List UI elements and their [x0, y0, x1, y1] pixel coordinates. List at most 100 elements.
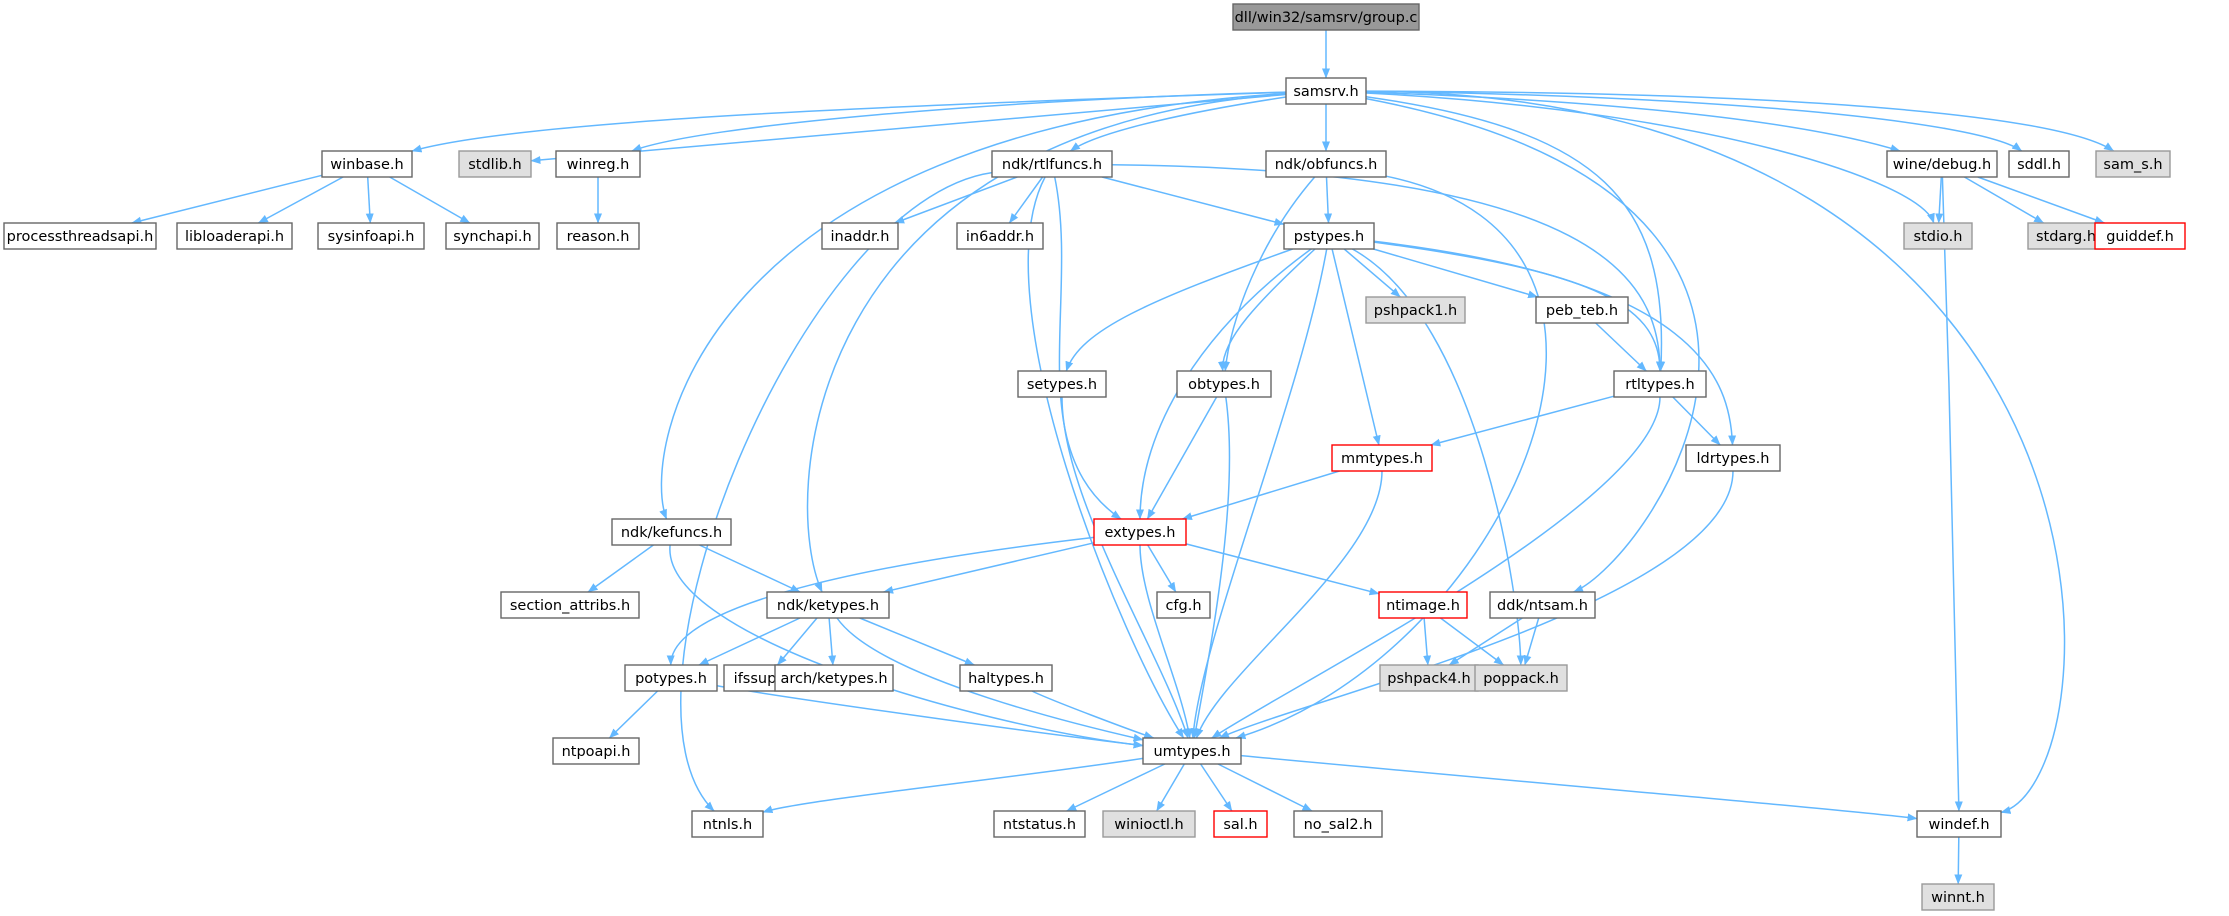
node-box	[1379, 664, 1479, 692]
node-ntpoapi-h[interactable]: ntpoapi.h	[552, 737, 640, 765]
node-label: winioctl.h	[1114, 817, 1183, 833]
node-samsrv-h[interactable]: samsrv.h	[1285, 77, 1367, 105]
node-label: potypes.h	[635, 671, 707, 687]
node-winnt-h[interactable]: winnt.h	[1921, 883, 1995, 911]
node-label: rtltypes.h	[1625, 377, 1694, 393]
edge-setypes-h-to-umtypes-h	[1061, 396, 1189, 739]
edge-winbase-h-to-libloaderapi-h	[257, 176, 344, 224]
edge-ndk-obfuncs-h-to-obtypes-h	[1222, 176, 1316, 372]
node-label: ndk/kefuncs.h	[621, 525, 722, 541]
node-winioctl-h[interactable]: winioctl.h	[1102, 810, 1196, 838]
node-arch-ketypes-h[interactable]: arch/ketypes.h	[774, 664, 894, 692]
edge-pstypes-h-to-peb-teb-h	[1373, 248, 1539, 299]
node-inaddr-h[interactable]: inaddr.h	[821, 222, 899, 250]
edge-samsrv-h-to-windef-h	[1365, 90, 2066, 814]
node-label: obtypes.h	[1188, 377, 1260, 393]
edge-samsrv-h-to-sam-s-h	[1365, 90, 2115, 152]
edge-umtypes-h-to-sal-h	[1199, 763, 1233, 812]
node-sam-s-h[interactable]: sam_s.h	[2095, 150, 2171, 178]
edge-ndk-rtlfuncs-h-to-pstypes-h	[1101, 176, 1285, 226]
node-sddl-h[interactable]: sddl.h	[2008, 150, 2070, 178]
node-rtltypes-h[interactable]: rtltypes.h	[1613, 370, 1707, 398]
node-box	[774, 664, 894, 692]
edge-ddk-ntsam-h-to-pshpack4-h	[1448, 617, 1523, 666]
node-box	[1916, 810, 2002, 838]
node-label: synchapi.h	[453, 229, 531, 245]
node-poppack-h[interactable]: poppack.h	[1474, 664, 1568, 692]
node-reason-h[interactable]: reason.h	[556, 222, 640, 250]
node-libloaderapi-h[interactable]: libloaderapi.h	[176, 222, 293, 250]
node-label: ntnls.h	[703, 817, 752, 833]
node-haltypes-h[interactable]: haltypes.h	[959, 664, 1053, 692]
node-guiddef-h[interactable]: guiddef.h	[2094, 222, 2186, 250]
node-wine-debug-h[interactable]: wine/debug.h	[1886, 150, 1998, 178]
node-ntnls-h[interactable]: ntnls.h	[691, 810, 764, 838]
node-pstypes-h[interactable]: pstypes.h	[1283, 222, 1375, 250]
node-label: haltypes.h	[968, 671, 1044, 687]
node-label: winnt.h	[1931, 890, 1985, 906]
node-label: inaddr.h	[831, 229, 890, 245]
node-pshpack1-h[interactable]: pshpack1.h	[1365, 296, 1466, 324]
edge-umtypes-h-to-windef-h	[1240, 754, 1918, 822]
node-ndk-ketypes-h[interactable]: ndk/ketypes.h	[766, 591, 890, 619]
node-box	[611, 518, 732, 546]
edge-pstypes-h-to-poppack-h	[1352, 248, 1525, 666]
node-ndk-rtlfuncs-h[interactable]: ndk/rtlfuncs.h	[991, 150, 1113, 178]
node-ndk-obfuncs-h[interactable]: ndk/obfuncs.h	[1265, 150, 1387, 178]
edge-haltypes-h-to-umtypes-h	[1031, 690, 1155, 739]
node-extypes-h[interactable]: extypes.h	[1093, 518, 1187, 546]
edge-ndk-obfuncs-h-to-pstypes-h	[1324, 176, 1333, 224]
node-section-attribs-h[interactable]: section_attribs.h	[500, 591, 640, 619]
edge-samsrv-h-to-ndk-kefuncs-h	[659, 92, 1287, 520]
node-label: sysinfoapi.h	[328, 229, 415, 245]
node-box	[1685, 444, 1781, 472]
node-box	[956, 222, 1044, 250]
node-synchapi-h[interactable]: synchapi.h	[445, 222, 540, 250]
node-cfg-h[interactable]: cfg.h	[1156, 591, 1211, 619]
node-ndk-kefuncs-h[interactable]: ndk/kefuncs.h	[611, 518, 732, 546]
node-ldrtypes-h[interactable]: ldrtypes.h	[1685, 444, 1781, 472]
node-windef-h[interactable]: windef.h	[1916, 810, 2002, 838]
edge-ntimage-h-to-poppack-h	[1440, 617, 1504, 666]
node-potypes-h[interactable]: potypes.h	[624, 664, 718, 692]
node-peb-teb-h[interactable]: peb_teb.h	[1535, 296, 1629, 324]
edge-potypes-h-to-umtypes-h	[716, 685, 1144, 749]
node-stdlib-h[interactable]: stdlib.h	[458, 150, 532, 178]
node-group-c[interactable]: dll/win32/samsrv/group.c	[1232, 3, 1420, 31]
node-stdio-h[interactable]: stdio.h	[1903, 222, 1973, 250]
node-label: extypes.h	[1105, 525, 1176, 541]
node-label: umtypes.h	[1153, 744, 1230, 760]
node-umtypes-h[interactable]: umtypes.h	[1142, 737, 1242, 765]
node-processthreadsapi-h[interactable]: processthreadsapi.h	[3, 222, 157, 250]
edge-samsrv-h-to-rtltypes-h	[1365, 95, 1666, 372]
node-ddk-ntsam-h[interactable]: ddk/ntsam.h	[1489, 591, 1596, 619]
node-box	[624, 664, 718, 692]
edge-mmtypes-h-to-extypes-h	[1182, 470, 1340, 521]
node-sysinfoapi-h[interactable]: sysinfoapi.h	[317, 222, 425, 250]
node-obtypes-h[interactable]: obtypes.h	[1176, 370, 1272, 398]
node-label: arch/ketypes.h	[780, 671, 887, 687]
edge-ldrtypes-h-to-umtypes-h	[1219, 470, 1734, 739]
node-winbase-h[interactable]: winbase.h	[321, 150, 413, 178]
node-sal-h[interactable]: sal.h	[1213, 810, 1268, 838]
node-pshpack4-h[interactable]: pshpack4.h	[1379, 664, 1479, 692]
edge-mmtypes-h-to-umtypes-h	[1195, 470, 1383, 739]
node-stdarg-h[interactable]: stdarg.h	[2027, 222, 2105, 250]
node-box	[2094, 222, 2186, 250]
edge-ndk-rtlfuncs-h-to-extypes-h	[1053, 176, 1122, 520]
node-ntimage-h[interactable]: ntimage.h	[1378, 591, 1468, 619]
node-mmtypes-h[interactable]: mmtypes.h	[1331, 444, 1433, 472]
node-label: peb_teb.h	[1546, 303, 1618, 319]
node-box	[1489, 591, 1596, 619]
node-in6addr-h[interactable]: in6addr.h	[956, 222, 1044, 250]
edge-obtypes-h-to-extypes-h	[1146, 396, 1218, 520]
node-no-sal2-h[interactable]: no_sal2.h	[1293, 810, 1383, 838]
node-setypes-h[interactable]: setypes.h	[1017, 370, 1107, 398]
node-winreg-h[interactable]: winreg.h	[555, 150, 641, 178]
edge-ndk-kefuncs-h-to-ndk-ketypes-h	[699, 544, 801, 593]
node-ntstatus-h[interactable]: ntstatus.h	[993, 810, 1086, 838]
edge-samsrv-h-to-stdio-h	[1365, 92, 1935, 224]
edge-samsrv-h-to-ndk-ketypes-h	[806, 93, 1287, 593]
node-box	[2008, 150, 2070, 178]
edge-winbase-h-to-processthreadsapi-h	[131, 174, 323, 225]
